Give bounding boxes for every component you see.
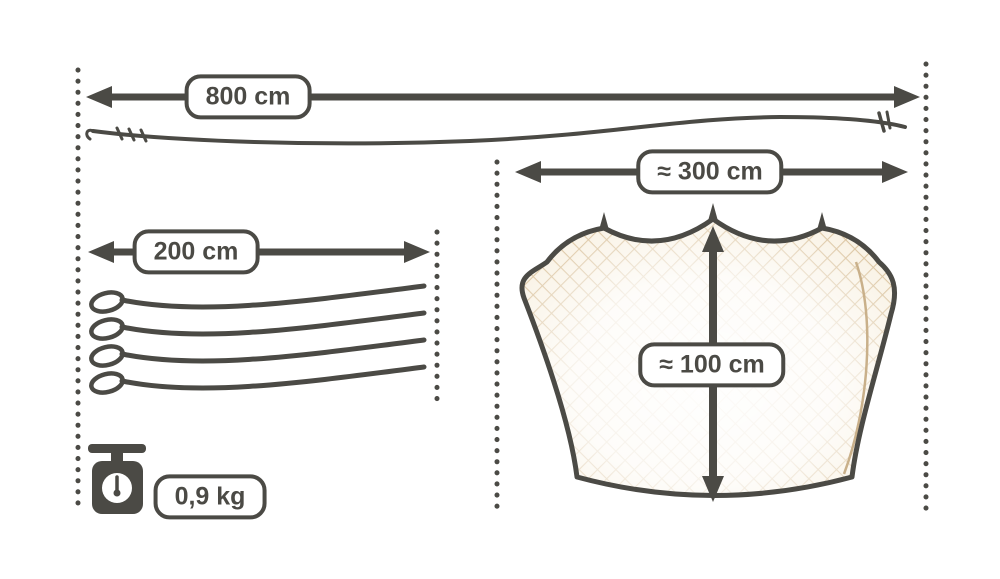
net-height-label: ≈ 100 cm <box>638 342 786 388</box>
strap <box>89 337 427 368</box>
ridgeline-length-label: 800 cm <box>184 74 312 120</box>
net-seam <box>842 261 869 475</box>
kitchen-scale-icon <box>88 444 146 514</box>
strap <box>89 283 427 314</box>
strap <box>89 364 427 395</box>
net-width-label: ≈ 300 cm <box>636 149 784 195</box>
cord-lock-icon <box>877 110 892 133</box>
weight-label: 0,9 kg <box>153 474 267 520</box>
cord-tensioner-icon <box>115 126 148 143</box>
strap <box>89 310 427 341</box>
ridgeline-cord <box>85 110 907 146</box>
net-attachment-tips <box>599 203 827 230</box>
suspension-straps <box>89 283 427 395</box>
strap-length-label: 200 cm <box>132 229 260 275</box>
